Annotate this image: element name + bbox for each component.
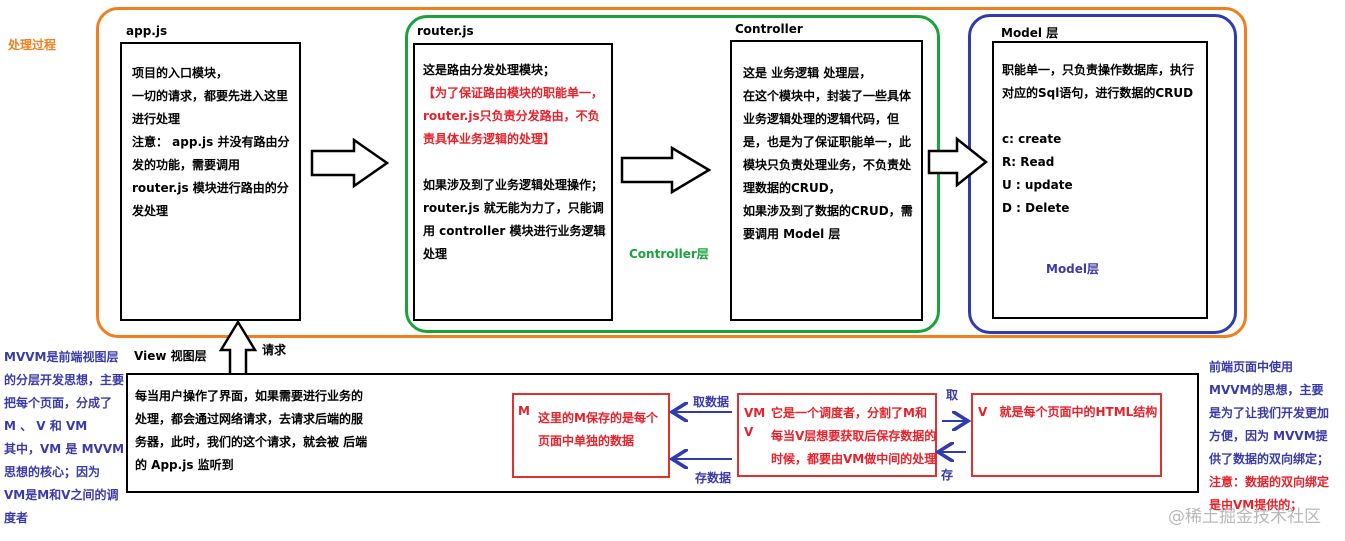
vm-letter: V [744, 425, 754, 439]
model-crud-item: c: create [1002, 132, 1062, 146]
view-line: 务器，此时，我们的这个请求，就会被 后端 [135, 435, 368, 449]
v-text-row: V 就是每个页面中的HTML结构 [978, 401, 1157, 424]
process-label: 处理过程 [8, 38, 57, 52]
vm-text: 它是一个调度者，分割了M和 每当V层想要获取后保存数据的 时候，都要由VM做中间… [771, 402, 939, 471]
model-crud-item: R: Read [1002, 155, 1055, 169]
store-data-label: 存数据 [695, 471, 732, 485]
controller-line: 业务逻辑处理的逻辑代码，但 [743, 112, 900, 126]
router-red-line: router.js只负责分发路由，不负 [423, 109, 600, 123]
controller-layer-label: Controller层 [629, 247, 709, 261]
view-line: 的 App.js 监听到 [135, 458, 234, 472]
vm-box [737, 393, 937, 477]
controller-line: 如果涉及到了数据的CRUD，需 [743, 204, 913, 218]
appjs-text: 项目的入口模块， 一切的请求，都要先进入这里 进行处理 注意： app.js 并… [132, 62, 300, 223]
left-note-line: M 、 V 和 VM [4, 419, 88, 433]
left-note: MVVM是前端视图层 的分层开发思想，主要 把每个页面，分成了 M 、 V 和 … [4, 346, 128, 530]
arrow-controller-to-model-icon [927, 136, 989, 188]
router-red-line: 【为了保证路由模块的职能单一， [423, 86, 604, 100]
appjs-line: 发处理 [132, 204, 169, 218]
left-note-line: 思想的核心；因为 [4, 465, 101, 479]
vm-line: 时候，都要由VM做中间的处理 [771, 452, 937, 466]
m-line: 这里的M保存的是每个 [538, 411, 658, 425]
model-text: 职能单一，只负责操作数据库，执行 对应的Sql语句，进行数据的CRUD c: c… [1002, 59, 1208, 220]
arrow-app-to-router-icon [310, 137, 390, 189]
controller-line: 模块只负责处理业务，不负责处 [743, 158, 912, 172]
router-line: 处理 [423, 247, 448, 261]
left-note-line: 度者 [4, 511, 29, 525]
router-red-line: 责具体业务逻辑的处理】 [423, 132, 556, 146]
model-layer-label: Model层 [1046, 262, 1100, 276]
m-letter: M [518, 404, 530, 418]
right-note: 前端页面中使用 MVVM的思想，主要 是为了让我们开发更加 方便，因为 MVVM… [1209, 356, 1343, 517]
router-line: router.js 就无能为力了，只能调 [423, 201, 604, 215]
v-text: 就是每个页面中的HTML结构 [999, 405, 1158, 419]
request-label: 请求 [262, 343, 287, 357]
model-box [992, 41, 1208, 319]
appjs-line: router.js 模块进行路由的分 [132, 181, 289, 195]
watermark: @稀土掘金技术社区 [1168, 507, 1321, 527]
mvvm-arrows [660, 395, 990, 475]
left-note-line: 其中，VM 是 MVVM [4, 442, 125, 456]
vm-letters: VM V [744, 402, 765, 439]
model-crud-item: D : Delete [1002, 201, 1070, 215]
model-line: 对应的Sql语句，进行数据的CRUD [1002, 86, 1194, 100]
vm-line: 它是一个调度者，分割了M和 [771, 406, 927, 420]
router-spacer [423, 151, 611, 174]
vm-letter: VM [744, 406, 766, 420]
appjs-line: 注意： app.js 并没有路由分 [132, 135, 290, 149]
process-region [96, 7, 1247, 338]
left-note-line: 的分层开发思想，主要 [4, 373, 125, 387]
view-line: 处理，都会通过网络请求，去请求后端的服 [135, 412, 364, 426]
right-note-red-line: 注意：数据的双向绑定 [1209, 475, 1330, 489]
appjs-line: 项目的入口模块， [132, 66, 229, 80]
controller-line: 这是 业务逻辑 处理层， [743, 66, 872, 80]
left-note-line: 把每个页面，分成了 [4, 396, 113, 410]
right-note-red-line: 是由VM提供的； [1209, 498, 1303, 512]
store-label: 存 [941, 468, 954, 482]
fetch-data-label: 取数据 [693, 395, 730, 409]
appjs-box [120, 42, 301, 321]
model-title: Model 层 [1001, 26, 1059, 40]
controller-line: 在这个模块中，封装了一些具体 [743, 89, 912, 103]
vm-line: 每当V层想要获取后保存数据的 [771, 429, 937, 443]
router-line: 用 controller 模块进行业务逻辑 [423, 224, 606, 238]
m-box [512, 393, 670, 478]
router-text: 这是路由分发处理模块； 【为了保证路由模块的职能单一， router.js只负责… [423, 59, 611, 266]
appjs-title: app.js [126, 24, 168, 38]
m-text: 这里的M保存的是每个 页面中单独的数据 [538, 407, 668, 453]
left-note-line: MVVM是前端视图层 [4, 350, 119, 364]
arrow-router-to-controller-icon [620, 145, 712, 195]
router-box [413, 43, 613, 321]
left-note-line: VM是M和V之间的调 [4, 488, 119, 502]
router-line: 这是路由分发处理模块； [423, 63, 556, 77]
controller-line: 理数据的CRUD， [743, 181, 841, 195]
fetch-label: 取 [946, 388, 959, 402]
controller-text: 这是 业务逻辑 处理层， 在这个模块中，封装了一些具体 业务逻辑处理的逻辑代码，… [743, 62, 923, 246]
model-spacer [1002, 105, 1208, 128]
model-line: 职能单一，只负责操作数据库，执行 [1002, 63, 1195, 77]
right-note-line: 方便，因为 MVVM提 [1209, 429, 1328, 443]
controller-box [730, 40, 923, 321]
view-title: View 视图层 [134, 349, 207, 363]
right-note-line: 供了数据的双向绑定； [1209, 452, 1330, 466]
controller-title: Controller [735, 22, 803, 36]
right-note-line: MVVM的思想，主要 [1209, 383, 1324, 397]
appjs-line: 一切的请求，都要先进入这里 [132, 89, 289, 103]
v-letter: V [978, 405, 988, 419]
right-note-line: 前端页面中使用 [1209, 360, 1294, 374]
controller-line: 是，也是为了保证职能单一，此 [743, 135, 912, 149]
m-line: 页面中单独的数据 [538, 434, 635, 448]
controller-line: 要调用 Model 层 [743, 227, 841, 241]
model-crud-item: U : update [1002, 178, 1073, 192]
router-line: 如果涉及到了业务逻辑处理操作； [423, 178, 604, 192]
v-box [971, 393, 1162, 477]
right-note-line: 是为了让我们开发更加 [1209, 406, 1330, 420]
view-line: 每当用户操作了界面，如果需要进行业务的 [135, 389, 364, 403]
view-text: 每当用户操作了界面，如果需要进行业务的 处理，都会通过网络请求，去请求后端的服 … [135, 385, 385, 477]
appjs-line: 发的功能，需要调用 [132, 158, 241, 172]
router-title: router.js [417, 24, 474, 38]
appjs-line: 进行处理 [132, 112, 181, 126]
